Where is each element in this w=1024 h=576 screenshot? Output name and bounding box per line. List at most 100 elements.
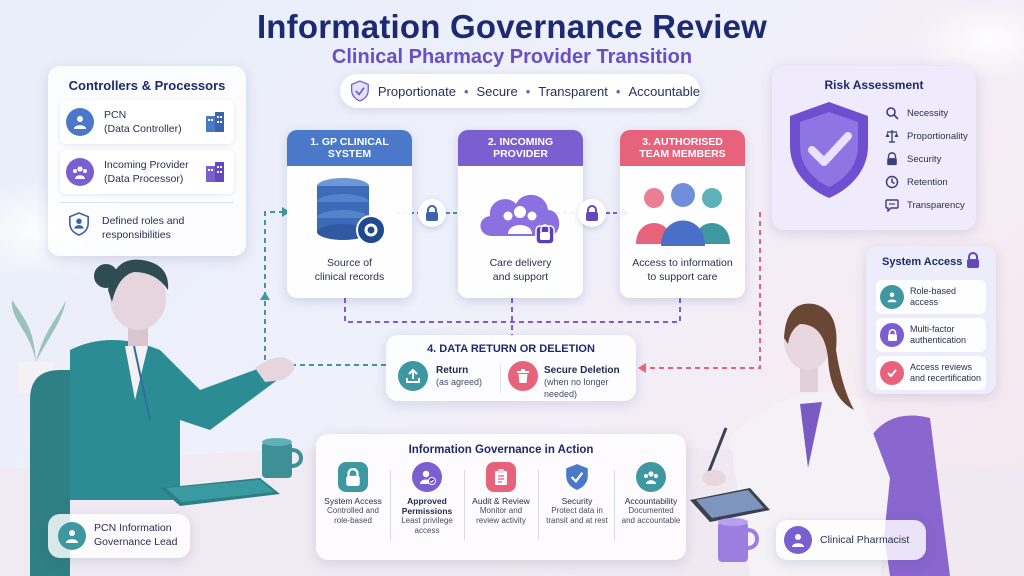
check-icon bbox=[880, 361, 904, 385]
system-access-role-based: Role-based access bbox=[876, 280, 986, 314]
ig-item-line1: Controlled and bbox=[326, 506, 380, 515]
risk-item-necessity: Necessity bbox=[885, 106, 948, 120]
system-access-line1: Role-based bbox=[910, 286, 957, 296]
deletion-note: (when no longer needed) bbox=[544, 377, 609, 399]
stage-header: 2. INCOMING PROVIDER bbox=[458, 130, 583, 166]
lock-icon bbox=[418, 199, 446, 227]
ig-item-line1: Documented bbox=[628, 506, 674, 515]
page-title: Information Governance Review bbox=[256, 8, 768, 45]
divider bbox=[538, 470, 539, 540]
stage-caption-line2: to support care bbox=[647, 271, 718, 283]
lock-icon bbox=[578, 199, 606, 227]
shield-user-icon bbox=[69, 212, 89, 236]
person-label: Clinical Pharmacist bbox=[820, 534, 910, 546]
ig-action-title: Information Governance in Action bbox=[408, 444, 594, 456]
lock-icon bbox=[887, 152, 897, 166]
ig-item-title: Audit & Review bbox=[472, 496, 530, 506]
ig-item-title: Accountability bbox=[624, 496, 678, 506]
ig-item-line2: transit and at rest bbox=[546, 516, 608, 525]
principle-separator: • bbox=[615, 83, 621, 99]
principle-separator: • bbox=[525, 83, 531, 99]
risk-item-retention: Retention bbox=[885, 175, 948, 189]
principle-accountable: Accountable bbox=[628, 83, 700, 99]
system-access-line1: Access reviews bbox=[910, 362, 973, 372]
ig-item-line2: and accountable bbox=[621, 516, 681, 525]
risk-item-transparency: Transparency bbox=[885, 198, 965, 212]
stage-caption-line1: Care delivery bbox=[489, 257, 552, 269]
person-label-line1: PCN Information bbox=[94, 522, 172, 534]
controller-name: Incoming Provider bbox=[104, 159, 189, 171]
lock-icon bbox=[967, 252, 979, 268]
risk-item-proportionality: Proportionality bbox=[885, 129, 968, 143]
stage-incoming-provider: 2. INCOMING PROVIDER Care delivery and s… bbox=[458, 130, 583, 298]
group-icon bbox=[66, 158, 94, 186]
controllers-panel: Controllers & Processors PCN (Data Contr… bbox=[48, 66, 246, 256]
mug-illustration bbox=[262, 438, 303, 478]
ig-item-line2: role-based bbox=[334, 516, 372, 525]
risk-item-security: Security bbox=[885, 152, 941, 166]
return-deletion-title: 4. DATA RETURN OR DELETION bbox=[427, 343, 595, 355]
governance-lead-label: PCN Information Governance Lead bbox=[48, 514, 190, 558]
risk-label: Security bbox=[907, 153, 942, 165]
data-return-deletion-panel: 4. DATA RETURN OR DELETION Return (as ag… bbox=[386, 335, 636, 401]
ig-item-accountability: Accountability Documented and accountabl… bbox=[618, 462, 684, 526]
divider bbox=[390, 470, 391, 540]
system-access-reviews: Access reviews and recertification bbox=[876, 356, 986, 390]
controller-item-pcn: PCN (Data Controller) bbox=[60, 100, 234, 144]
return-label: Return bbox=[436, 365, 469, 376]
stage-header: 1. GP CLINICAL SYSTEM bbox=[287, 130, 412, 166]
divider bbox=[614, 470, 615, 540]
database-icon bbox=[317, 178, 386, 245]
ig-item-audit-review: Audit & Review Monitor and review activi… bbox=[468, 462, 534, 526]
stage-caption-line1: Access to information bbox=[632, 257, 733, 269]
ig-item-system-access: System Access Controlled and role-based bbox=[320, 462, 386, 526]
system-access-line2: access bbox=[910, 297, 939, 307]
divider bbox=[60, 202, 234, 203]
trash-icon bbox=[508, 361, 538, 391]
ig-item-line1: Least privilege bbox=[401, 516, 453, 525]
user-icon bbox=[66, 108, 94, 136]
controller-name: PCN bbox=[104, 109, 127, 121]
notebook-illustration bbox=[160, 478, 280, 506]
shield-check-icon bbox=[562, 462, 592, 492]
risk-assessment-panel: Risk Assessment bbox=[772, 66, 976, 230]
mug-illustration bbox=[718, 518, 759, 562]
system-access-line2: and recertification bbox=[910, 373, 982, 383]
ig-item-title: System Access bbox=[324, 496, 382, 506]
upload-icon bbox=[398, 361, 428, 391]
ig-item-line2: access bbox=[414, 526, 440, 535]
principle-separator: • bbox=[463, 83, 469, 99]
scales-icon bbox=[885, 130, 899, 143]
person-label-line2: Governance Lead bbox=[94, 536, 178, 548]
ig-item-line1: Protect data in bbox=[551, 506, 603, 515]
risk-label: Transparency bbox=[907, 199, 965, 211]
chat-bubble-icon bbox=[885, 199, 899, 212]
stage-caption-line1: Source of bbox=[327, 257, 372, 269]
ig-item-approved-permissions: Approved Permissions Least privilege acc… bbox=[394, 462, 460, 536]
stage-header: 3. AUTHORISED TEAM MEMBERS bbox=[620, 130, 745, 166]
principle-secure: Secure bbox=[476, 83, 518, 99]
user-icon bbox=[784, 526, 812, 554]
ig-item-line1: Monitor and bbox=[479, 506, 523, 515]
risk-label: Retention bbox=[907, 176, 948, 188]
stage-gp-clinical-system: 1. GP CLINICAL SYSTEM Source of clinical… bbox=[287, 130, 412, 298]
user-icon bbox=[58, 522, 86, 550]
divider bbox=[464, 470, 465, 540]
controller-role: (Data Controller) bbox=[104, 123, 182, 135]
governance-lead-illustration bbox=[30, 259, 295, 576]
lock-icon bbox=[880, 323, 904, 347]
team-members-icon bbox=[636, 183, 730, 246]
deletion-label: Secure Deletion bbox=[544, 365, 620, 376]
system-access-mfa: Multi-factor authentication bbox=[876, 318, 986, 352]
building-icon bbox=[206, 162, 224, 182]
group-icon bbox=[636, 462, 666, 492]
ig-item-title: Security bbox=[561, 496, 593, 506]
divider bbox=[500, 363, 501, 393]
shield-check-icon bbox=[790, 102, 868, 198]
clipboard-icon bbox=[486, 462, 516, 492]
ig-in-action-panel: Information Governance in Action bbox=[316, 434, 686, 560]
clock-icon bbox=[885, 175, 899, 189]
system-access-line1: Multi-factor bbox=[910, 324, 955, 334]
stage-caption-line2: and support bbox=[492, 271, 549, 283]
system-access-title: System Access bbox=[882, 256, 963, 268]
